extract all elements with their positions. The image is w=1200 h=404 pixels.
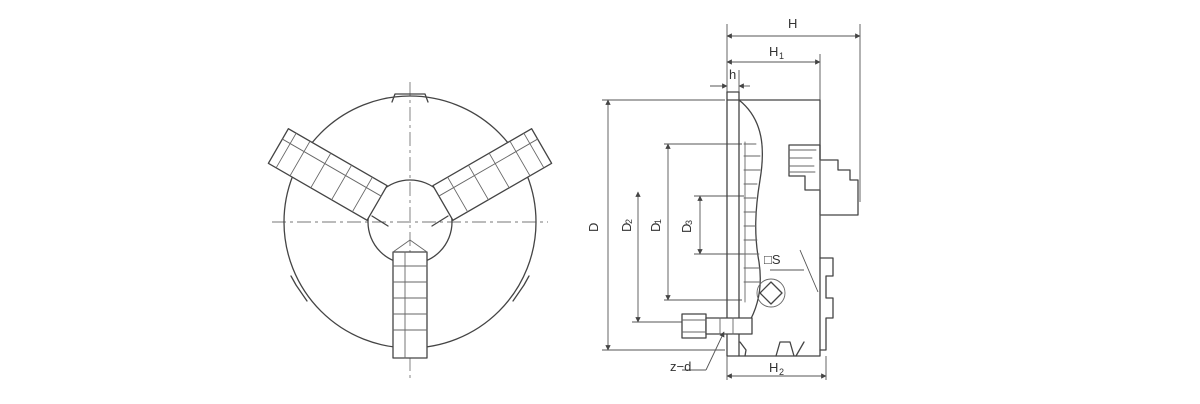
right-jaw: [432, 128, 553, 221]
square-key: [759, 281, 783, 305]
label-H1-subscript: 1: [779, 51, 784, 61]
label-h: h: [729, 67, 736, 82]
label-H2-subscript: 2: [779, 367, 784, 377]
label-H: H: [788, 16, 797, 31]
scroll-curve: [738, 99, 764, 325]
top-bump: [391, 93, 429, 103]
bolt-body: [705, 317, 753, 335]
label-H2: H: [769, 360, 778, 375]
front-view: [267, 82, 553, 378]
left-jaw: [267, 128, 388, 221]
top-jaw-profile: [788, 144, 859, 216]
right-bump: [512, 275, 530, 302]
side-view: H H 1 h D D 2 D 1: [586, 16, 861, 380]
side-body-outline: [726, 99, 821, 357]
label-H1: H: [769, 44, 778, 59]
label-zd: z−d: [670, 359, 691, 374]
bottom-jaw-profile: [819, 257, 834, 351]
label-D: D: [586, 223, 601, 232]
label-D3-subscript: 3: [684, 220, 694, 225]
label-D2: D: [619, 223, 634, 232]
label-D3: D: [679, 224, 694, 233]
label-D1: D: [648, 223, 663, 232]
left-bump: [290, 275, 308, 302]
left-jaw-tip: [371, 215, 389, 227]
zd-leader: [705, 331, 725, 371]
label-D2-subscript: 2: [624, 219, 634, 224]
bottom-jaw: [392, 239, 428, 359]
label-D1-subscript: 1: [653, 219, 663, 224]
label-S: □S: [764, 252, 781, 267]
bolt-head: [681, 313, 707, 339]
right-jaw-tip: [431, 215, 449, 227]
